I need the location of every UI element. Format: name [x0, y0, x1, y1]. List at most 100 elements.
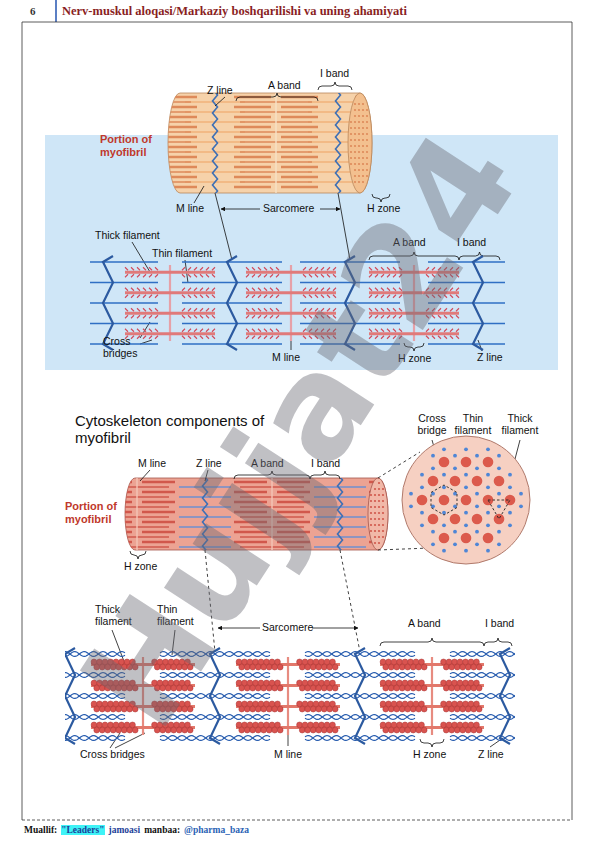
part-label: Thick filament: [95, 229, 160, 241]
myosin-head: [91, 659, 97, 665]
end-dot: [350, 145, 352, 147]
m-line: [413, 265, 415, 341]
filament-stripe: [119, 171, 191, 173]
myosin-head: [113, 701, 119, 707]
myosin-head: [127, 685, 133, 691]
leader-line: [140, 322, 150, 338]
myosin-head: [97, 659, 103, 665]
end-dot: [382, 500, 384, 502]
filament-stripe: [142, 491, 175, 494]
myosin-head: [441, 722, 447, 728]
filament-stripe: [179, 546, 231, 547]
thin-filament: [160, 715, 270, 720]
myosin-head: [110, 685, 116, 691]
myosin-head: [264, 701, 270, 707]
myosin-head: [327, 685, 333, 691]
myosin-head: [277, 664, 283, 670]
myosin-head: [275, 722, 281, 728]
myosin-head: [413, 701, 419, 707]
end-dot: [378, 518, 380, 520]
thin-filament-dot: [420, 473, 424, 477]
filament-stripe: [430, 121, 490, 122]
myosin-head: [250, 706, 256, 712]
cross-bridge: [450, 308, 453, 318]
bracket: [236, 93, 318, 101]
myosin-head: [316, 727, 322, 733]
filament-stripe: [314, 516, 366, 517]
cross-bridge: [393, 329, 396, 339]
cross-bridge: [393, 288, 396, 298]
thick-filament: [125, 291, 215, 294]
myosin-head: [236, 722, 242, 728]
myosin-head: [399, 685, 405, 691]
filament-stripe: [402, 136, 439, 139]
end-dot: [374, 488, 376, 490]
myosin-head: [397, 722, 403, 728]
filament-stripe: [160, 156, 197, 159]
myosin-head: [388, 664, 394, 670]
part-label: H zone: [413, 748, 446, 760]
end-dot: [362, 175, 364, 177]
myosin-head: [239, 685, 245, 691]
thin-filament: [300, 343, 400, 345]
thin-filament-dot: [519, 492, 523, 496]
myosin-head: [179, 701, 185, 707]
myosin-head: [319, 659, 325, 665]
thin-filament-dot: [497, 454, 501, 458]
cross-bridge: [155, 308, 158, 318]
end-dot: [362, 139, 364, 141]
cross-bridge: [182, 288, 185, 298]
cross-bridge: [432, 329, 435, 339]
myosin-head: [94, 685, 100, 691]
part-label: Thin filament: [452, 412, 494, 436]
myosin-head: [452, 659, 458, 665]
myofibril-cylinder: [64, 89, 490, 197]
cross-bridge: [206, 329, 209, 339]
sarcomere-boundary: [338, 193, 350, 260]
cross-bridge: [426, 329, 429, 339]
footer-highlight: "Leaders": [61, 825, 104, 835]
myosin-head: [261, 664, 267, 670]
filament-stripe: [142, 521, 175, 524]
myosin-head: [405, 685, 411, 691]
filament-stripe: [281, 116, 318, 119]
end-dot: [374, 512, 376, 514]
cross-bridge: [264, 329, 267, 339]
cross-bridge: [333, 308, 336, 318]
cross-bridge: [212, 267, 215, 277]
thick-filament: [369, 291, 459, 294]
myosin-head: [253, 659, 259, 665]
myosin-head: [277, 706, 283, 712]
myosin-head: [154, 664, 160, 670]
myosin-head: [297, 722, 303, 728]
end-dot: [370, 524, 372, 526]
end-dot: [374, 506, 376, 508]
myosin-head: [332, 706, 338, 712]
myosin-head: [391, 680, 397, 686]
z-line-zigzag: [336, 89, 341, 197]
myosin-head: [476, 664, 482, 670]
myosin-head: [160, 727, 166, 733]
end-dot: [366, 175, 368, 177]
filament-stripe: [234, 186, 271, 189]
bracket: [372, 194, 390, 202]
filament-stripe: [113, 106, 150, 109]
thin-filament-dot: [431, 454, 435, 458]
end-dot: [382, 530, 384, 532]
thick-filament: [125, 312, 215, 315]
thin-filament: [428, 343, 505, 345]
myosin-head: [416, 685, 422, 691]
myosin-head: [165, 727, 171, 733]
cross-bridge: [276, 329, 279, 339]
myosin-head: [474, 701, 480, 707]
cross-bridge: [131, 288, 134, 298]
cross-bridge: [327, 329, 330, 339]
cross-bridge: [309, 267, 312, 277]
myosin-head: [402, 701, 408, 707]
thin-filament-dot: [464, 447, 468, 451]
thin-filament-dot: [486, 473, 490, 477]
thin-filament: [90, 302, 158, 304]
filament-stripe: [234, 106, 271, 109]
end-dot: [354, 151, 356, 153]
end-dot: [362, 133, 364, 135]
